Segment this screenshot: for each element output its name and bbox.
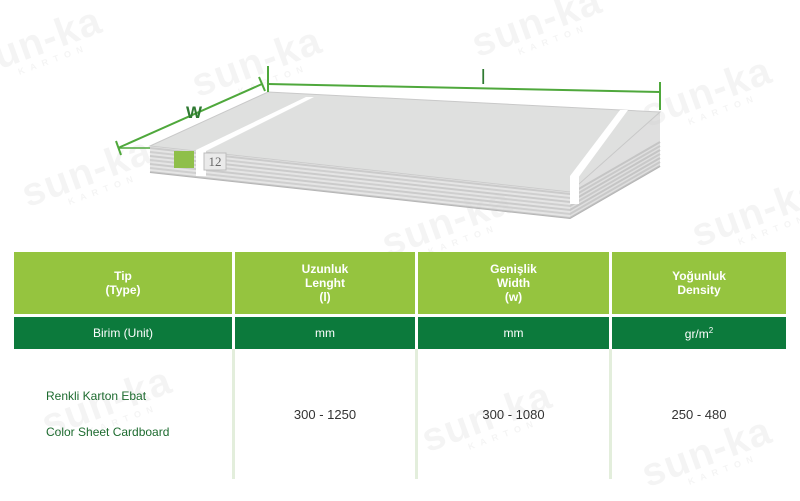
type-cell: Renkli Karton Ebat Color Sheet Cardboard [14,349,235,479]
unit-density: gr/m2 [612,317,786,349]
stack-label-tag [174,151,194,168]
cardboard-stack-illustration: 12 W l [115,66,662,220]
strap-band-right [570,110,628,178]
type-name-tr: Renkli Karton Ebat [46,389,147,403]
strap-band-right-front [570,176,579,204]
unit-length: mm [235,317,418,349]
unit-width: mm [418,317,612,349]
table-header-row: Tip (Type) Uzunluk Lenght (l) Genişlik W… [14,252,786,314]
row-gap [14,314,786,317]
sheet-side-edge [570,112,660,218]
width-dimension: W [115,76,266,156]
header-length: Uzunluk Lenght (l) [235,252,418,314]
strap-band-left-front [196,150,206,176]
strap-band-left [196,97,314,152]
width-value: 300 - 1080 [418,349,612,479]
header-density: Yoğunluk Density [612,252,786,314]
density-value: 250 - 480 [671,406,727,422]
header-type: Tip (Type) [14,252,235,314]
length-value: 300 - 1250 [235,349,418,479]
header-width: Genişlik Width (w) [418,252,612,314]
table-row: Renkli Karton Ebat Color Sheet Cardboard… [14,349,786,479]
length-label: l [481,67,485,89]
stack-number-tag-bg [203,152,227,171]
type-name-en: Color Sheet Cardboard [46,425,170,439]
unit-label: Birim (Unit) [14,317,235,349]
sheet-front-edge [150,146,570,218]
length-dimension: l [267,66,661,110]
width-label: W [186,103,203,122]
unit-row: Birim (Unit) mm mm gr/m2 [14,317,786,349]
spec-table: Tip (Type) Uzunluk Lenght (l) Genişlik W… [14,252,786,479]
stack-number-tag: 12 [209,154,222,169]
